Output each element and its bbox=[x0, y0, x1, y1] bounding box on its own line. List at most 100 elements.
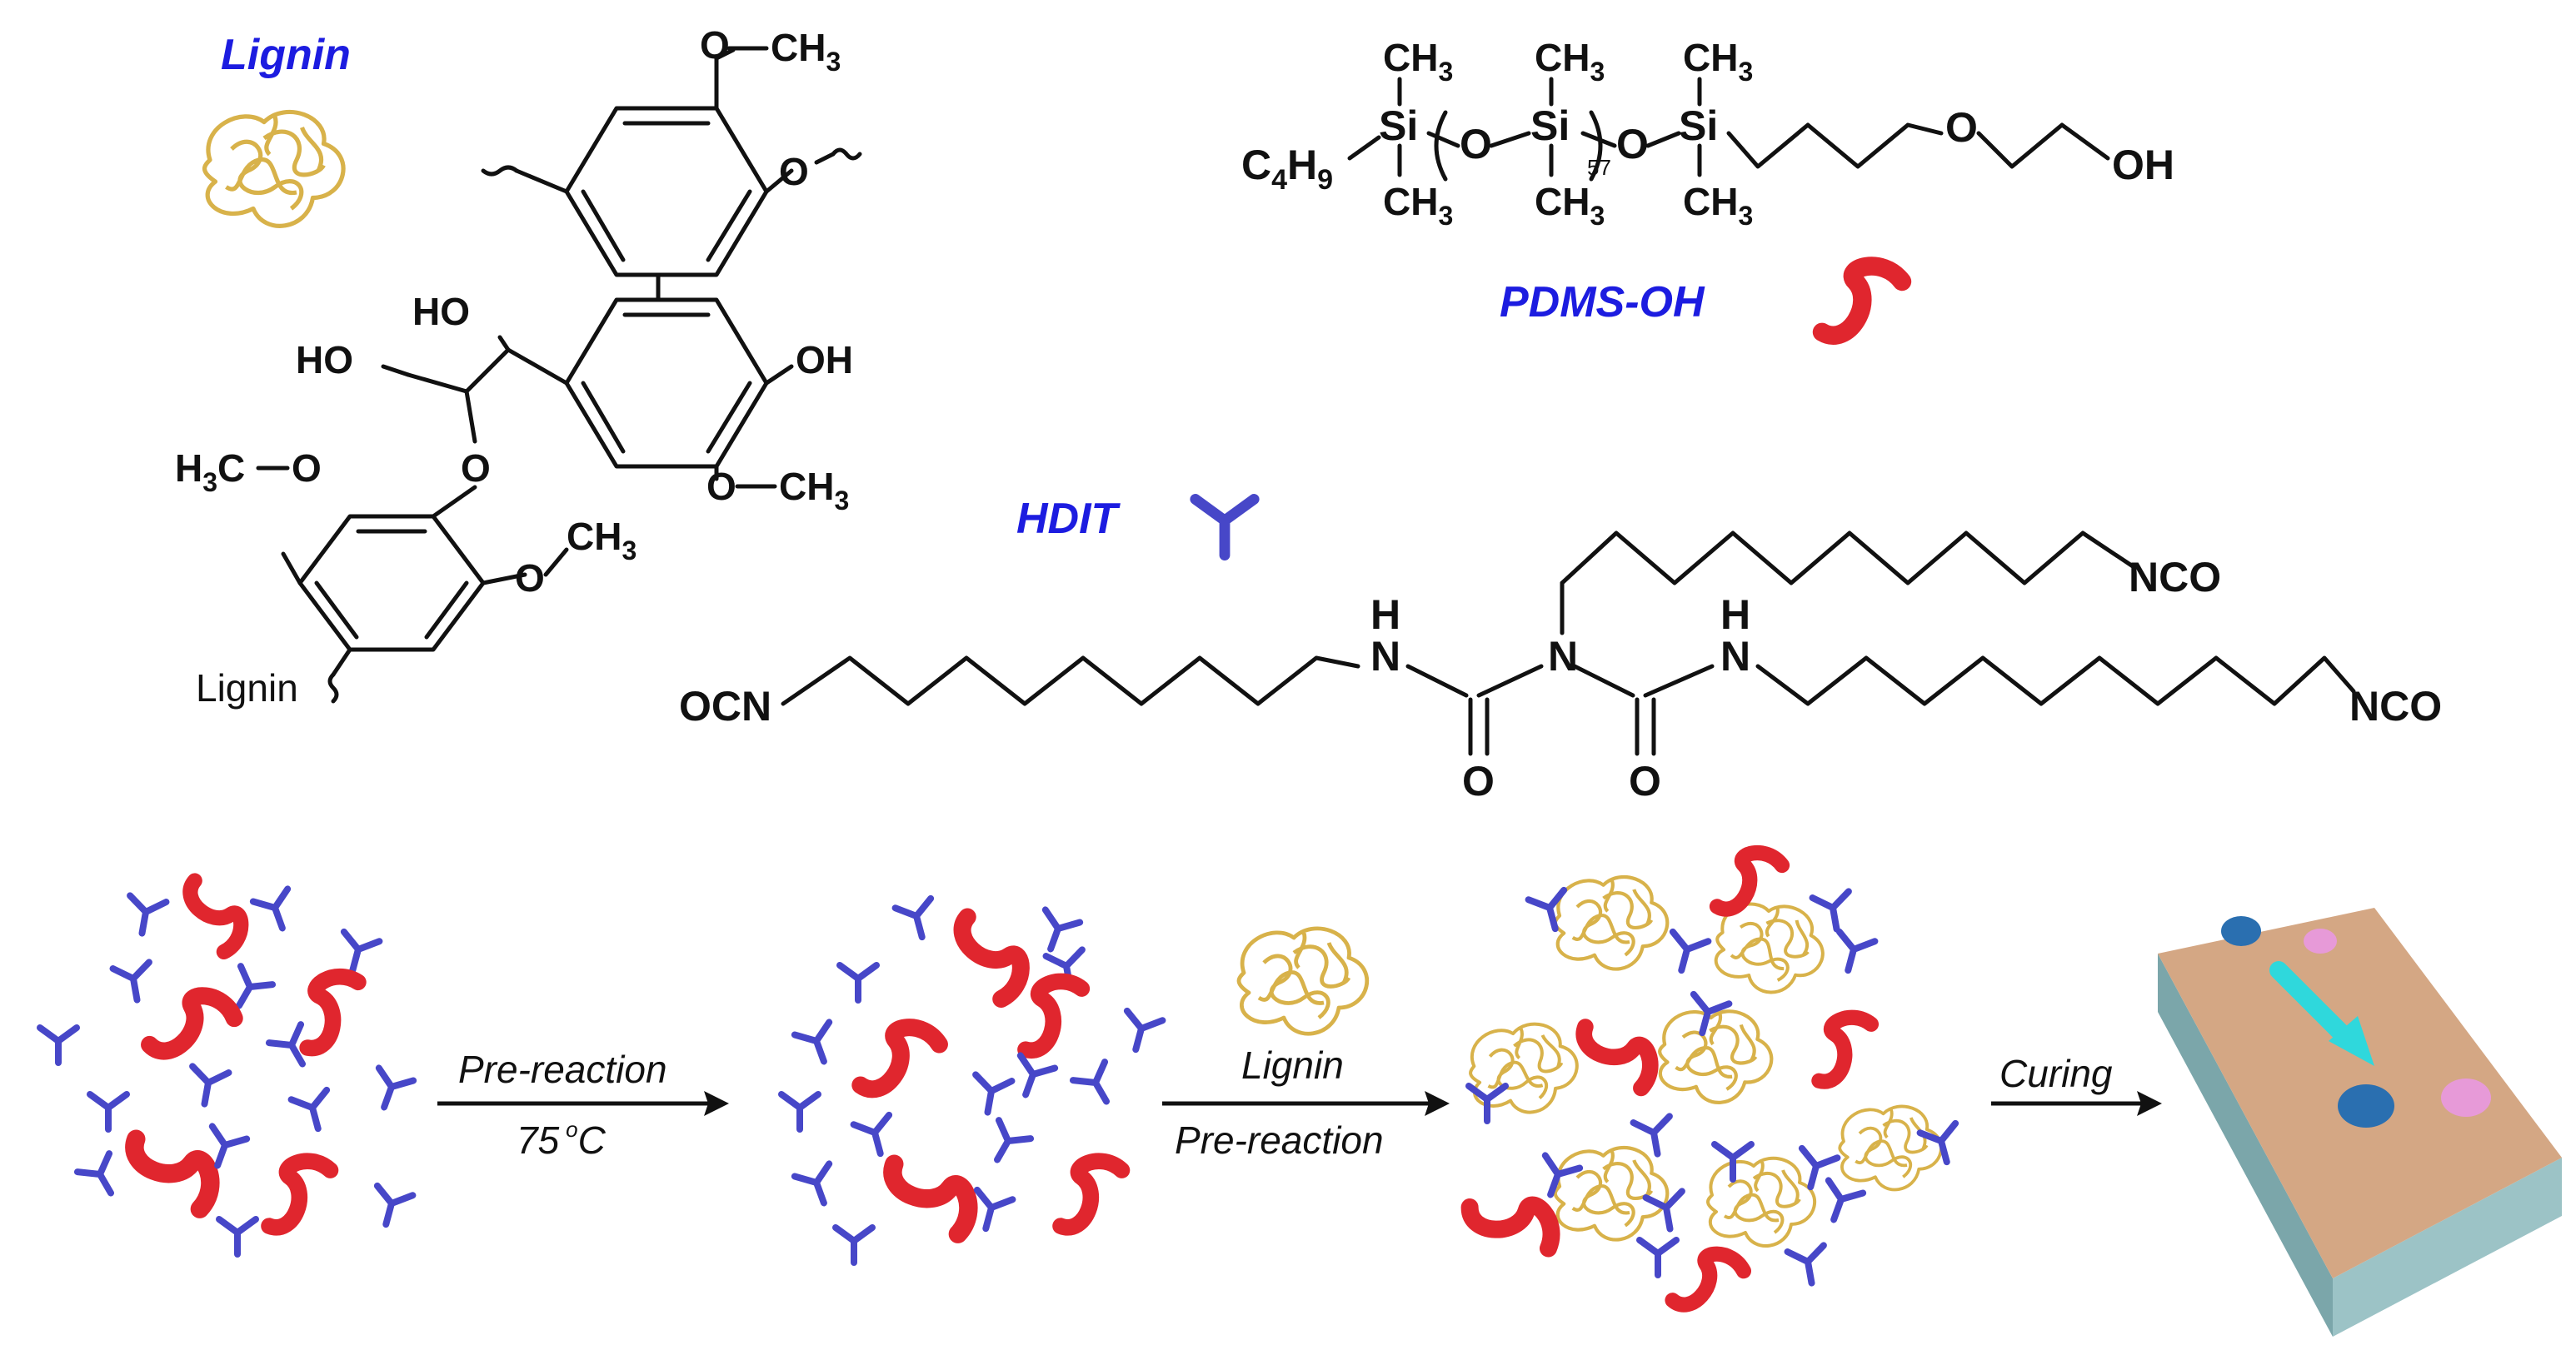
step1-top-label: Pre-reaction bbox=[458, 1048, 667, 1091]
hdit-molecule-icon bbox=[1816, 1180, 1863, 1226]
lignin-structure: O CH3 O HO HO OH O CH3 H3C O O O CH3 Lig… bbox=[175, 23, 862, 710]
pdms-chain-icon bbox=[1805, 1012, 1883, 1083]
hdit-molecule-icon bbox=[836, 1228, 872, 1263]
arrow-step-2 bbox=[1162, 1091, 1450, 1116]
hdit-molecule-icon bbox=[113, 962, 156, 1003]
lignin-oh-ring: OH bbox=[796, 338, 853, 381]
hdit-molecule-icon bbox=[1640, 1240, 1676, 1275]
lignin-coil-icon bbox=[1655, 1005, 1775, 1107]
pdms-chain-icon bbox=[1051, 1157, 1130, 1228]
pdms-si-1: Si bbox=[1379, 102, 1418, 149]
hdit-molecule-icon bbox=[840, 965, 876, 1000]
hdit-molecule-icon bbox=[970, 1074, 1012, 1115]
hdit-molecule-icon bbox=[1008, 1055, 1055, 1101]
arrow-step-1 bbox=[437, 1091, 729, 1116]
hdit-molecule-icon bbox=[368, 1186, 412, 1229]
hdit-molecule-icon bbox=[253, 889, 300, 934]
hdit-molecule-icon bbox=[1788, 1245, 1830, 1286]
droplet-blue-small bbox=[2221, 916, 2261, 946]
lignin-coil-icon bbox=[1838, 1104, 1943, 1192]
pdms-si-2: Si bbox=[1530, 102, 1570, 149]
lignin-o-mid: O bbox=[706, 465, 736, 508]
hdit-n-center: N bbox=[1548, 633, 1578, 680]
pdms-ch3-3b: CH3 bbox=[1683, 180, 1753, 231]
mixture-with-lignin bbox=[1467, 853, 1964, 1314]
hdit-molecule-icon bbox=[1033, 909, 1080, 955]
step2-top-label: Lignin bbox=[1241, 1044, 1344, 1087]
hdit-nco-right: NCO bbox=[2349, 683, 2442, 730]
hdit-molecule-icon bbox=[187, 1066, 229, 1107]
pdms-chain-icon bbox=[1672, 1248, 1746, 1314]
hdit-molecule-icon bbox=[292, 1090, 336, 1133]
hdit-molecule-icon bbox=[1664, 932, 1708, 975]
mixture-initial bbox=[40, 880, 413, 1254]
hdit-molecule-icon bbox=[124, 895, 167, 936]
pdms-chain-icon bbox=[149, 985, 238, 1068]
pdms-chain-icon bbox=[860, 1024, 940, 1095]
pdms-o-ether: O bbox=[1945, 104, 1978, 151]
pdms-ch3-2a: CH3 bbox=[1535, 36, 1605, 87]
hdit-o-right: O bbox=[1629, 758, 1661, 805]
hdit-molecule-icon bbox=[367, 1068, 413, 1113]
hdit-structure: OCN H N O N O H N NCO NCO bbox=[679, 531, 2442, 805]
lignin-ho-b: HO bbox=[296, 338, 353, 381]
cured-slab bbox=[2158, 908, 2562, 1337]
pdms-chain-icon bbox=[1582, 1017, 1654, 1096]
pdms-chain-icon bbox=[132, 1128, 215, 1218]
sliding-direction-arrow bbox=[2269, 961, 2374, 1066]
hdit-molecule-icon bbox=[77, 1153, 127, 1202]
hdit-molecule-icon bbox=[1529, 890, 1573, 934]
pdms-si-3: Si bbox=[1679, 102, 1718, 149]
hdit-nh-right-h: H bbox=[1720, 591, 1750, 638]
lignin-ch3-low: CH3 bbox=[567, 515, 637, 565]
hdit-nh-left-h: H bbox=[1370, 591, 1400, 638]
droplet-blue-large bbox=[2338, 1084, 2394, 1128]
lignin-coil-icon bbox=[1555, 1148, 1668, 1240]
hdit-molecule-icon bbox=[795, 1163, 841, 1209]
pdms-chain-icon bbox=[259, 1157, 338, 1228]
hdit-ocn: OCN bbox=[679, 683, 771, 730]
pdms-chain-icon bbox=[891, 1153, 973, 1243]
pdms-chain-icon bbox=[181, 880, 247, 954]
hdit-molecule-icon bbox=[40, 1028, 77, 1063]
lignin-o-ring-right: O bbox=[515, 556, 545, 600]
lignin-icon bbox=[205, 112, 344, 226]
hdit-molecule-icon bbox=[219, 1219, 256, 1254]
lignin-ch3-top: CH3 bbox=[771, 26, 841, 77]
pdms-chain-icon bbox=[1717, 853, 1782, 909]
mixture-prereacted bbox=[781, 899, 1162, 1263]
hdit-title: HDIT bbox=[1016, 495, 1121, 543]
pdms-ch3-2b: CH3 bbox=[1535, 180, 1605, 231]
lignin-coil-icon bbox=[1555, 877, 1668, 969]
hdit-molecule-icon bbox=[981, 1120, 1031, 1168]
slab-side-left bbox=[2158, 954, 2333, 1337]
lignin-ho-a: HO bbox=[412, 290, 470, 333]
pdms-repeat-57: 57 bbox=[1587, 155, 1611, 180]
pdms-o-2: O bbox=[1616, 121, 1649, 167]
step3-top-label: Curing bbox=[1999, 1052, 2113, 1095]
pdms-ch3-1b: CH3 bbox=[1383, 180, 1453, 231]
lignin-coil-icon bbox=[1706, 1156, 1817, 1248]
pdms-ch3-3a: CH3 bbox=[1683, 36, 1753, 87]
hdit-molecule-icon bbox=[1073, 1062, 1122, 1110]
lignin-o-ether: O bbox=[461, 446, 491, 490]
pdms-title: PDMS-OH bbox=[1500, 278, 1705, 326]
lignin-add-icon bbox=[1239, 929, 1367, 1034]
hdit-nco-top: NCO bbox=[2129, 554, 2221, 600]
hdit-nh-left-n: N bbox=[1370, 633, 1400, 680]
pdms-icon bbox=[1822, 267, 1902, 336]
hdit-molecule-icon bbox=[795, 1022, 841, 1068]
pdms-chain-icon bbox=[287, 969, 374, 1050]
pdms-oh: OH bbox=[2112, 142, 2174, 188]
hdit-molecule-icon bbox=[90, 1094, 127, 1129]
hdit-o-left: O bbox=[1462, 758, 1495, 805]
hdit-molecule-icon bbox=[1118, 1011, 1162, 1054]
lignin-title: Lignin bbox=[221, 31, 351, 79]
pdms-chain-icon bbox=[951, 916, 1028, 1001]
hdit-molecule-icon bbox=[1813, 891, 1855, 932]
lignin-o-link-top: O bbox=[779, 150, 809, 193]
pdms-chain-icon bbox=[1467, 1176, 1561, 1273]
lignin-end-label: Lignin bbox=[196, 666, 298, 710]
